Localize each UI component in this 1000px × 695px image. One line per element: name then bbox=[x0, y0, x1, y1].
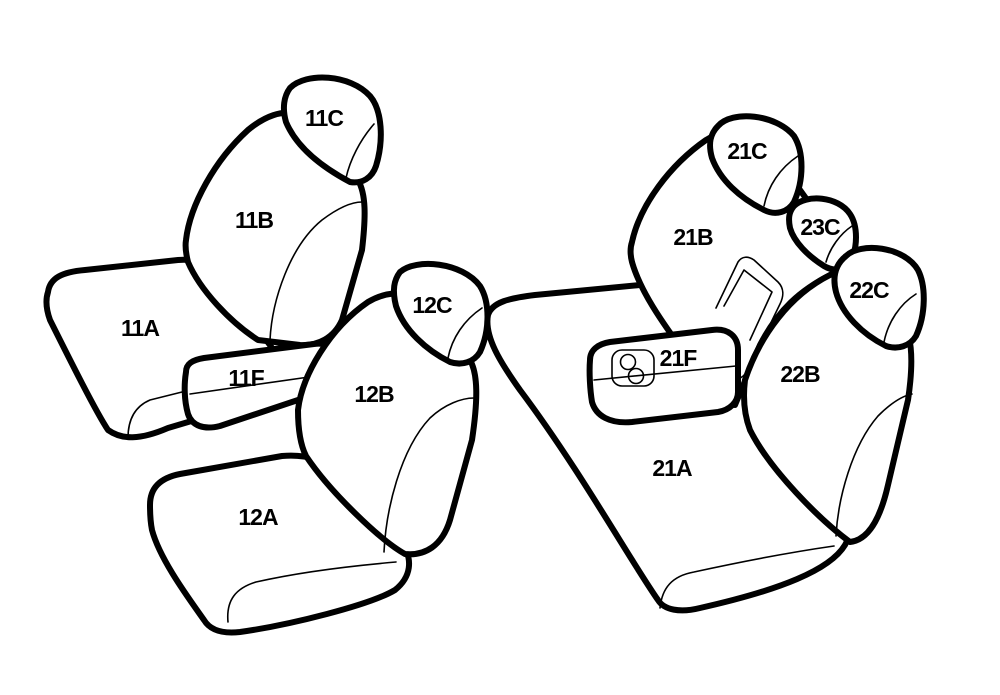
part-label-21a: 21A bbox=[652, 455, 692, 481]
cup-holder-icon bbox=[611, 349, 655, 387]
part-label-21f: 21F bbox=[660, 345, 698, 371]
seat-part-12c: 12C bbox=[390, 260, 491, 367]
part-label-22b: 22B bbox=[780, 361, 820, 387]
front-seat-11: 11A 11B 11C 11F bbox=[43, 74, 384, 441]
seat-part-12b: 12B bbox=[295, 290, 480, 558]
part-label-12b: 12B bbox=[354, 381, 394, 407]
rear-bench: 21A 21B 22B 21C 23C bbox=[484, 113, 927, 614]
part-label-11c: 11C bbox=[305, 105, 343, 131]
part-label-21c: 21C bbox=[727, 138, 767, 164]
seat-part-11c: 11C bbox=[280, 74, 384, 186]
part-label-12a: 12A bbox=[238, 504, 278, 530]
seat-part-21f: 21F bbox=[586, 326, 741, 426]
part-label-22c: 22C bbox=[849, 277, 889, 303]
seat-part-11b: 11B bbox=[182, 109, 368, 349]
seat-part-21c: 21C bbox=[707, 113, 805, 216]
part-label-11f: 11F bbox=[228, 365, 264, 391]
seat-part-22c: 22C bbox=[831, 244, 927, 351]
part-label-12c: 12C bbox=[412, 292, 452, 318]
front-seat-12: 12A 12B 12C bbox=[147, 260, 491, 636]
part-label-11a: 11A bbox=[121, 315, 159, 341]
part-label-23c: 23C bbox=[800, 214, 840, 240]
part-label-21b: 21B bbox=[673, 224, 713, 250]
part-label-11b: 11B bbox=[235, 207, 273, 233]
